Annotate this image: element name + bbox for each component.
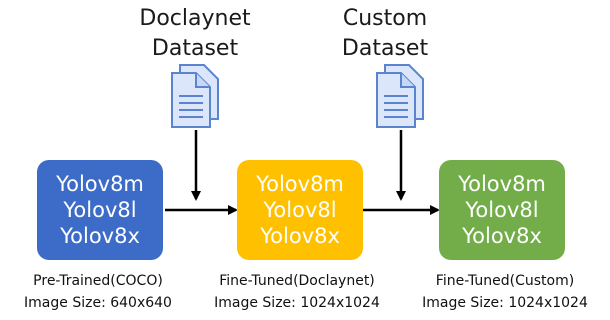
document-icon [171, 64, 219, 128]
finetuned-doclaynet-model-box: Yolov8m Yolov8l Yolov8x [237, 160, 363, 260]
pretrained-model-box: Yolov8m Yolov8l Yolov8x [37, 160, 163, 260]
model-name: Yolov8l [263, 198, 337, 222]
model-name: Yolov8m [56, 172, 144, 196]
document-icon [376, 64, 424, 128]
custom-dataset-label: Custom Dataset [300, 4, 470, 64]
caption-image-size: Image Size: 1024x1024 [422, 295, 588, 311]
caption-title: Fine-Tuned(Custom) [435, 273, 575, 289]
model-name: Yolov8l [465, 198, 539, 222]
caption-title: Fine-Tuned(Doclaynet) [219, 273, 375, 289]
doclaynet-dataset-label: Doclaynet Dataset [110, 4, 280, 64]
model-name: Yolov8m [256, 172, 344, 196]
model-name: Yolov8l [63, 198, 137, 222]
caption-image-size: Image Size: 640x640 [24, 295, 172, 311]
caption-title: Pre-Trained(COCO) [33, 273, 163, 289]
pretrained-caption: Pre-Trained(COCO) Image Size: 640x640 [3, 270, 193, 314]
dataset-label-line1: Custom [342, 6, 428, 31]
model-name: Yolov8m [458, 172, 546, 196]
finetuned-doclaynet-caption: Fine-Tuned(Doclaynet) Image Size: 1024x1… [202, 270, 392, 314]
caption-image-size: Image Size: 1024x1024 [214, 295, 380, 311]
dataset-label-line2: Dataset [341, 36, 429, 61]
model-name: Yolov8x [60, 224, 140, 248]
finetuned-custom-model-box: Yolov8m Yolov8l Yolov8x [439, 160, 565, 260]
dataset-label-line2: Dataset [151, 36, 239, 61]
dataset-label-line1: Doclaynet [139, 6, 251, 31]
finetuned-custom-caption: Fine-Tuned(Custom) Image Size: 1024x1024 [410, 270, 600, 314]
model-name: Yolov8x [462, 224, 542, 248]
model-name: Yolov8x [260, 224, 340, 248]
